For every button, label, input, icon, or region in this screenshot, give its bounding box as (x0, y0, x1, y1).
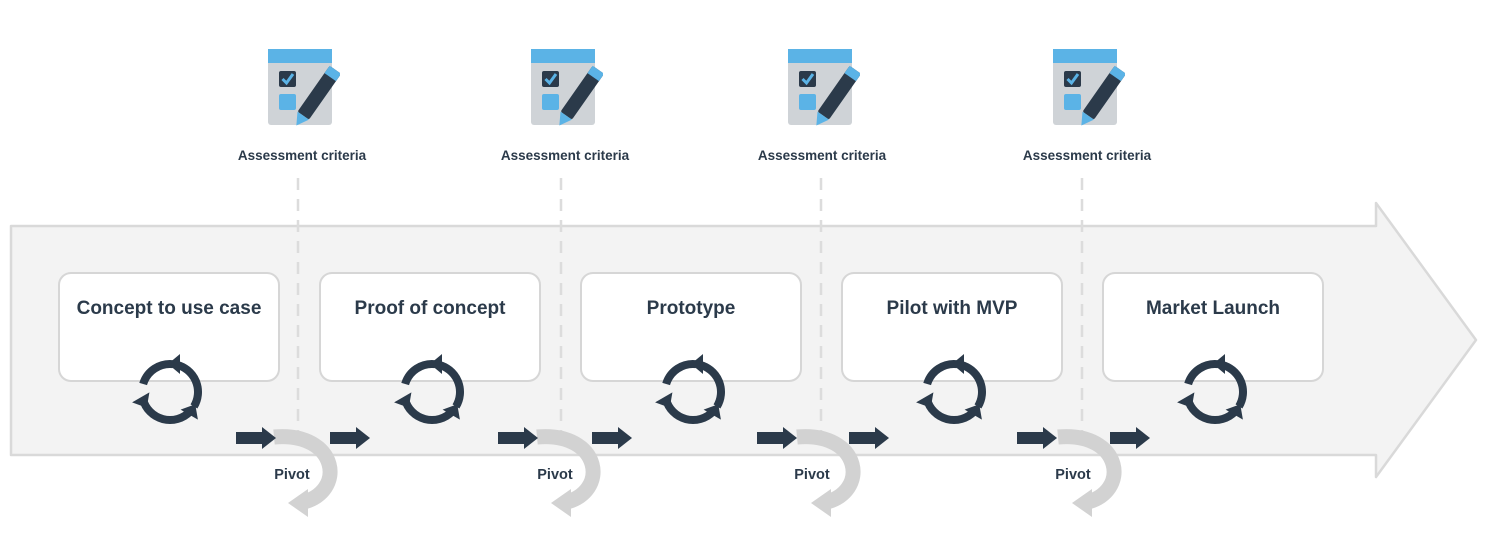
stage-title: Market Launch (1145, 298, 1281, 319)
assessment-criteria: Assessment criteria (1002, 46, 1172, 163)
assessment-criteria: Assessment criteria (737, 46, 907, 163)
checklist-pen-icon (1053, 49, 1125, 126)
assessment-criteria: Assessment criteria (217, 46, 387, 163)
pivot-label: Pivot (1055, 467, 1091, 483)
stage-prototype: Prototype (580, 272, 802, 382)
checklist-pen-icon (788, 49, 860, 126)
pivot-label: Pivot (794, 467, 830, 483)
stage-proof-of-concept: Proof of concept (319, 272, 541, 382)
assessment-criteria: Assessment criteria (480, 46, 650, 163)
stage-title: Concept to use case (76, 298, 262, 319)
assessment-criteria-label: Assessment criteria (237, 148, 367, 163)
stage-title: Pilot with MVP (886, 298, 1018, 319)
stage-pilot-with-mvp: Pilot with MVP (841, 272, 1063, 382)
assessment-criteria-label: Assessment criteria (500, 148, 630, 163)
checklist-pen-icon (531, 49, 603, 126)
stage-market-launch: Market Launch (1102, 272, 1324, 382)
pivot-label: Pivot (274, 467, 310, 483)
checklist-pen-icon (268, 49, 340, 126)
stage-title: Prototype (646, 298, 736, 319)
assessment-criteria-label: Assessment criteria (1022, 148, 1152, 163)
pivot-label: Pivot (537, 467, 573, 483)
assessment-criteria-label: Assessment criteria (757, 148, 887, 163)
stage-title: Proof of concept (354, 298, 506, 319)
stage-concept-to-use-case: Concept to use case (58, 272, 280, 382)
